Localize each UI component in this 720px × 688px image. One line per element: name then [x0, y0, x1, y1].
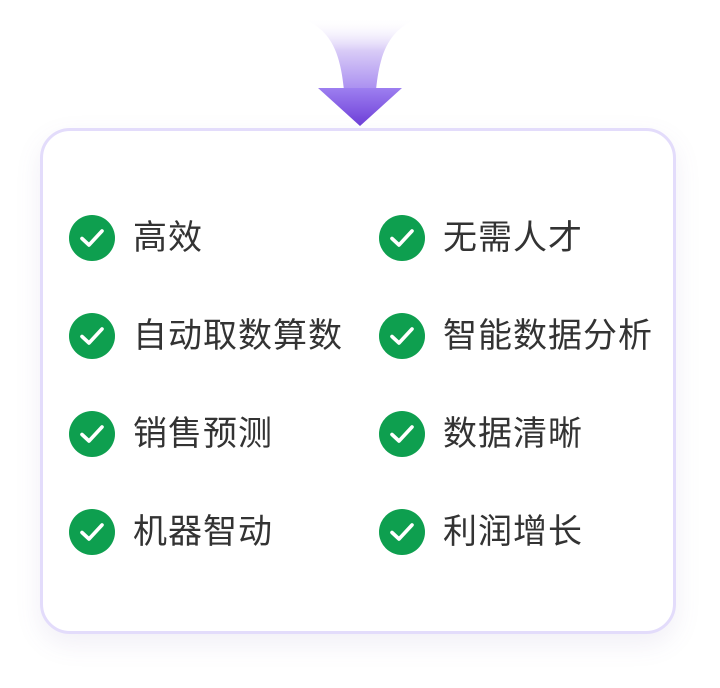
check-circle-icon [69, 215, 115, 261]
feature-item: 无需人才 [379, 213, 669, 263]
check-circle-icon [379, 215, 425, 261]
feature-list: 高效 无需人才 自动取数算数 [69, 213, 669, 605]
feature-item: 自动取数算数 [69, 311, 379, 361]
feature-card: 高效 无需人才 自动取数算数 [40, 128, 676, 634]
feature-item: 机器智动 [69, 507, 379, 557]
check-circle-icon [379, 509, 425, 555]
feature-label: 自动取数算数 [133, 316, 343, 356]
feature-label: 机器智动 [133, 512, 273, 552]
feature-label: 销售预测 [133, 414, 273, 454]
check-circle-icon [69, 411, 115, 457]
arrow-down-icon [302, 18, 418, 126]
check-circle-icon [379, 313, 425, 359]
check-circle-icon [69, 509, 115, 555]
check-circle-icon [69, 313, 115, 359]
feature-label: 无需人才 [443, 218, 583, 258]
feature-item: 数据清晰 [379, 409, 669, 459]
feature-label: 智能数据分析 [443, 316, 653, 356]
check-circle-icon [379, 411, 425, 457]
feature-label: 利润增长 [443, 512, 583, 552]
feature-item: 销售预测 [69, 409, 379, 459]
feature-item: 利润增长 [379, 507, 669, 557]
feature-item: 高效 [69, 213, 379, 263]
feature-label: 数据清晰 [443, 414, 583, 454]
feature-item: 智能数据分析 [379, 311, 669, 361]
feature-label: 高效 [133, 218, 203, 258]
